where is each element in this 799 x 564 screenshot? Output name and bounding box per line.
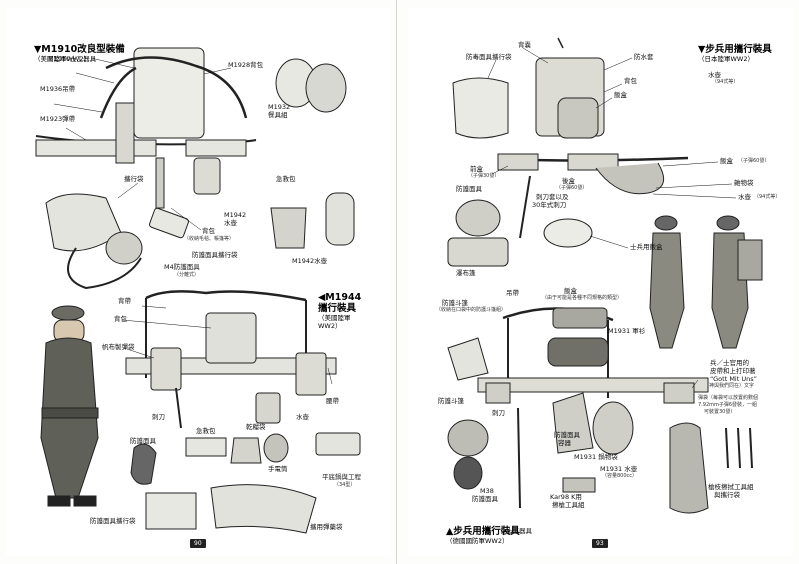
label-gas-mask-bag-b: 防護面具攜行袋 [90,517,136,525]
label-ammo-pouch3: 可裝置30發） [704,409,736,415]
right-page: ▼步兵用攜行裝具 （日本陸軍WW2） ▲步兵用攜行裝具 （德國國防軍WW2） 防… [408,8,793,556]
label-sling-note4: （神與我們同在）文字 [704,383,755,389]
section-title-m1944: ◀M1944 攜行裝具 （美國陸軍 WW2） [318,286,361,330]
label-tent-g-note: （收納在口袋中的防護斗篷組） [436,307,507,313]
label-ration-bag-j: 雜物袋 [734,179,754,187]
label-m1910-shovel: M1910土工器具 [48,55,97,63]
label-mess-g-note: （由于可能是各種不同規格的類型） [542,295,623,301]
label-tent-bag: 瀑布篷 [456,269,476,277]
label-m1928-pack: M1928背包 [228,61,264,69]
label-soldier-mess: 士兵用飯盒 [630,243,663,251]
label-gas-mask-bag: 防護面具攜行袋 [192,251,238,259]
label-first-aid: 急救包 [276,175,296,183]
label-gas-mask-j: 防護面具 [456,185,482,193]
label-m1931-mess: M1931 鍋物袋 [574,453,618,461]
section-title-m1944-text: ◀M1944 [318,292,362,303]
label-canteen-j2: 水壺 [738,193,751,201]
label-harness: 背帶 [118,297,131,305]
label-front-pouch: 前盒 [470,165,483,173]
label-m1936-sling: M1936吊帶 [40,85,76,93]
label-canteen-j2-note: （94式等） [754,194,781,200]
left-page: ▼M1910改良型裝備 （美國陸軍WW2） ◀M1944 攜行裝具 （美國陸軍 … [6,8,391,556]
section-subtitle-m1944: （美國陸軍 [318,314,351,323]
section-subtitle-germany: （德國國防軍WW2） [446,537,509,546]
label-m1942-canteen-b: M1942水壺 [292,257,328,265]
label-m1942-canteen2: 水壺 [224,219,237,227]
label-harness-g: 吊帶 [506,289,519,297]
label-belt: 腰帶 [326,397,339,405]
jp-de-equipment-illustrations [447,37,763,514]
label-tent-g: 防護斗篷 [442,299,468,307]
label-m1932-mess2: 餐具組 [268,111,288,119]
label-m38-gas2: 防護面具 [472,495,498,503]
label-mess-tin: 飯盒 [614,91,627,99]
label-canvas-pouch: 帆布製彈袋 [102,343,135,351]
section-title-m1910: ▼M1910改良型裝備 （美國陸軍WW2） [34,38,125,64]
page-number-right: 93 [592,539,608,548]
label-m1923-belt: M1923彈帶 [40,115,76,123]
label-flashlight: 手電筒 [268,465,288,473]
label-kar98b: 擦槍工具組 [552,501,585,509]
section-title-m1910-text: ▼M1910改良型裝備 [34,44,125,55]
label-rear-pouch: 後盒 [562,177,575,185]
label-m1931-canteen-note: （容量800cc） [602,473,638,479]
page-number-left: 90 [190,539,206,548]
label-gas-mask: 防護面具 [130,437,156,445]
label-m1932-mess: M1932 [268,103,291,111]
label-bandolier: 攜用彈藥袋 [310,523,343,531]
label-canteen-b: 水壺 [296,413,309,421]
label-gas-container: 防護面具 [554,431,580,439]
label-first-aid-b: 急救包 [196,427,216,435]
label-sling-note2: 皮帶和上打印著 [710,367,756,375]
label-gas-mask-bag-j: 防毒面具攜行袋 [466,53,512,61]
label-canteen-j-note: （94式等） [712,79,739,85]
label-pack-b: 背包 [114,315,127,323]
label-backpack: 背包 [202,227,215,235]
label-m38-gas: M38 [480,487,494,495]
section-title-japan-text: ▼步兵用攜行裝具 [698,44,772,55]
label-front-pouch-note: （子彈30發） [468,173,500,179]
label-m4-mask-note: （分離式） [174,272,200,278]
label-ration-bag: 乾糧袋 [246,423,266,431]
label-trench-tool: 土工器具 [506,527,532,535]
label-pocket-tool: 平底鍋與工程 [322,473,361,481]
section-title-germany-text: ▲步兵用攜行裝具 [446,526,520,537]
label-m1942-canteen: M1942 [224,211,247,219]
label-mess-tin-j: 飯盒 [720,157,733,165]
us-equipment-illustrations [35,47,361,534]
label-ammo-pouch2: 7.92mm子彈6發裝，一組 [698,402,758,408]
label-pocket-tool-note: （34型） [334,482,356,488]
section-title-m1944-text2: 攜行裝具 [318,303,357,315]
label-m4-mask: M4防護面具 [164,263,200,271]
section-subtitle-japan: （日本陸軍WW2） [698,55,754,64]
label-carry-bag: 攜行袋 [124,175,144,183]
label-cleaning-kit: 槍枝擦拭工具組 [708,483,754,491]
label-bayonet-g: 刺刀 [492,409,505,417]
label-backpack-note: （收納毛毯、帳篷等） [184,236,235,242]
label-bayonet-30b: 30年式刺刀 [532,201,567,209]
label-mess-g: 飯盒 [564,287,577,295]
label-mess-cover: 防水套 [634,53,654,61]
section-title-japan: ▼步兵用攜行裝具 （日本陸軍WW2） [698,38,772,64]
label-mess-tin-j-note: （子彈60發） [738,158,770,164]
label-canteen-j: 水壺 [708,71,721,79]
label-bayonet: 刺刀 [152,413,165,421]
label-m1931-canteen: M1931 水壺 [600,465,638,473]
label-gas-container2: 容器 [558,439,571,447]
label-ammo-pouch: 彈袋（每袋可以放置約數個 [698,395,759,401]
label-bayonet-30: 刺刀套以及 [536,193,569,201]
label-pack-j: 背包 [624,77,637,85]
label-sling-note3: “Gott Mit Uns” [710,375,757,383]
label-kar98: Kar98 K用 [550,493,582,501]
label-cleaning-kit2: 與攜行袋 [714,491,740,499]
page-gutter [396,0,397,564]
label-backpack-j: 背嚢 [518,41,531,49]
label-tent-cloak: 防護斗篷 [438,397,464,405]
section-title-germany: ▲步兵用攜行裝具 （德國國防軍WW2） [446,520,520,546]
label-m1931-jacket: M1931 軍衫 [608,327,646,335]
label-rear-pouch-note: （子彈60發） [556,185,588,191]
section-subtitle-m1910: （美國陸軍WW2） [34,55,90,64]
section-subtitle-m1944-2: WW2） [318,321,342,330]
label-sling-note: 兵／士官用的 [710,359,749,367]
